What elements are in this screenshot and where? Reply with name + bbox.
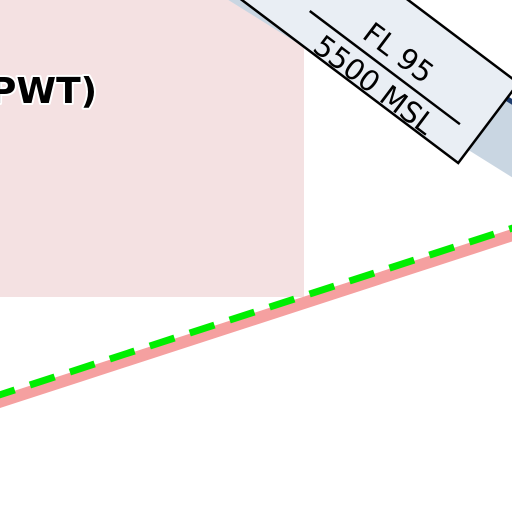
route-line-solid (0, 228, 512, 409)
airport-label: PWT) (0, 71, 97, 112)
route-line-dashed (0, 224, 512, 399)
altitude-divider (309, 10, 461, 126)
airspace-zone-area (0, 0, 304, 297)
altitude-block-box (239, 0, 512, 165)
